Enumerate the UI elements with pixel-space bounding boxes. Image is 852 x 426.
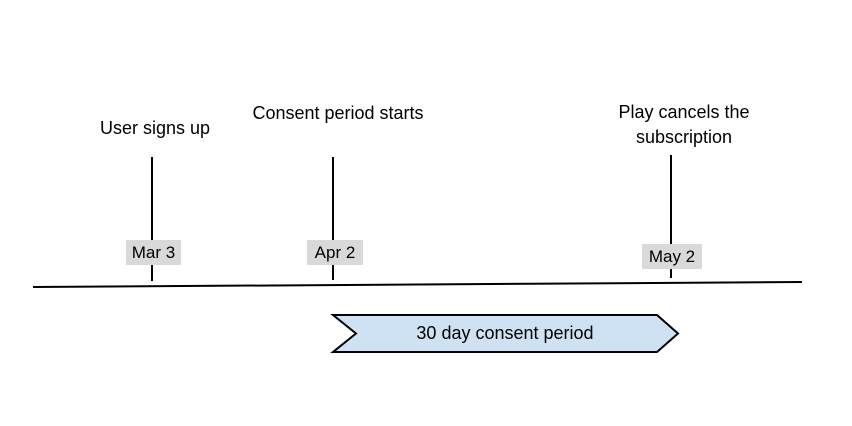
event-label-user-signs-up: User signs up <box>99 118 211 138</box>
event-label-play-cancels-subscription: Play cancels the subscription <box>618 102 750 147</box>
event-tick-line-mar-3 <box>151 157 153 281</box>
consent-period-ribbon-label: 30 day consent period <box>416 323 594 343</box>
date-chip-mar-3: Mar 3 <box>126 240 181 265</box>
date-chip-apr-2: Apr 2 <box>307 240 363 265</box>
date-chip-may-2: May 2 <box>642 244 702 269</box>
timeline-axis <box>32 281 803 288</box>
consent-period-ribbon <box>330 314 680 353</box>
event-label-consent-period-starts: Consent period starts <box>252 103 424 123</box>
event-tick-line-may-2 <box>670 155 672 278</box>
event-tick-line-apr-2 <box>332 157 334 280</box>
